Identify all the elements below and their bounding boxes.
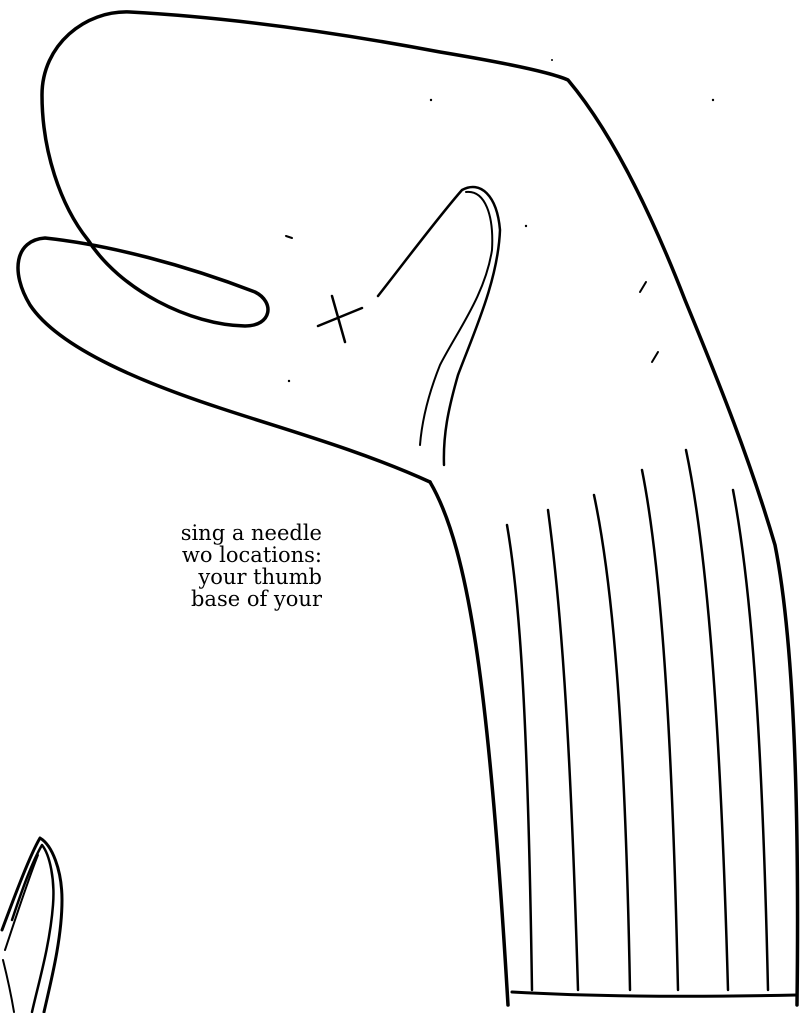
cuff-hem [512,992,797,996]
rib-line-4 [642,470,678,990]
instruction-caption: sing a needle wo locations: your thumb b… [0,520,322,612]
stray-mark-1 [286,236,292,238]
stray-dot-2 [712,99,714,101]
thumb-crease-outer [378,187,500,465]
stray-dot-3 [525,225,527,227]
caption-line-4: base of your [191,588,322,610]
rib-line-6 [733,490,768,990]
cuff-left-edge [430,482,508,1005]
caption-line-3: your thumb [198,566,322,588]
caption-line-2: wo locations: [182,544,322,566]
rib-line-2 [548,510,578,990]
stray-dot-5 [551,59,553,61]
rib-line-1 [507,525,532,990]
lower-mitten-inner-2 [5,855,38,950]
stray-dot-1 [430,99,432,101]
stray-mark-3 [652,352,658,362]
caption-line-1: sing a needle [181,522,322,544]
stray-mark-2 [640,282,646,292]
rib-line-3 [594,495,630,990]
stray-dot-4 [288,380,290,382]
mitten-outline [18,12,798,1005]
lower-mitten-stem [3,960,14,1012]
rib-line-5 [686,450,728,990]
needle-mark-cross [318,296,362,342]
